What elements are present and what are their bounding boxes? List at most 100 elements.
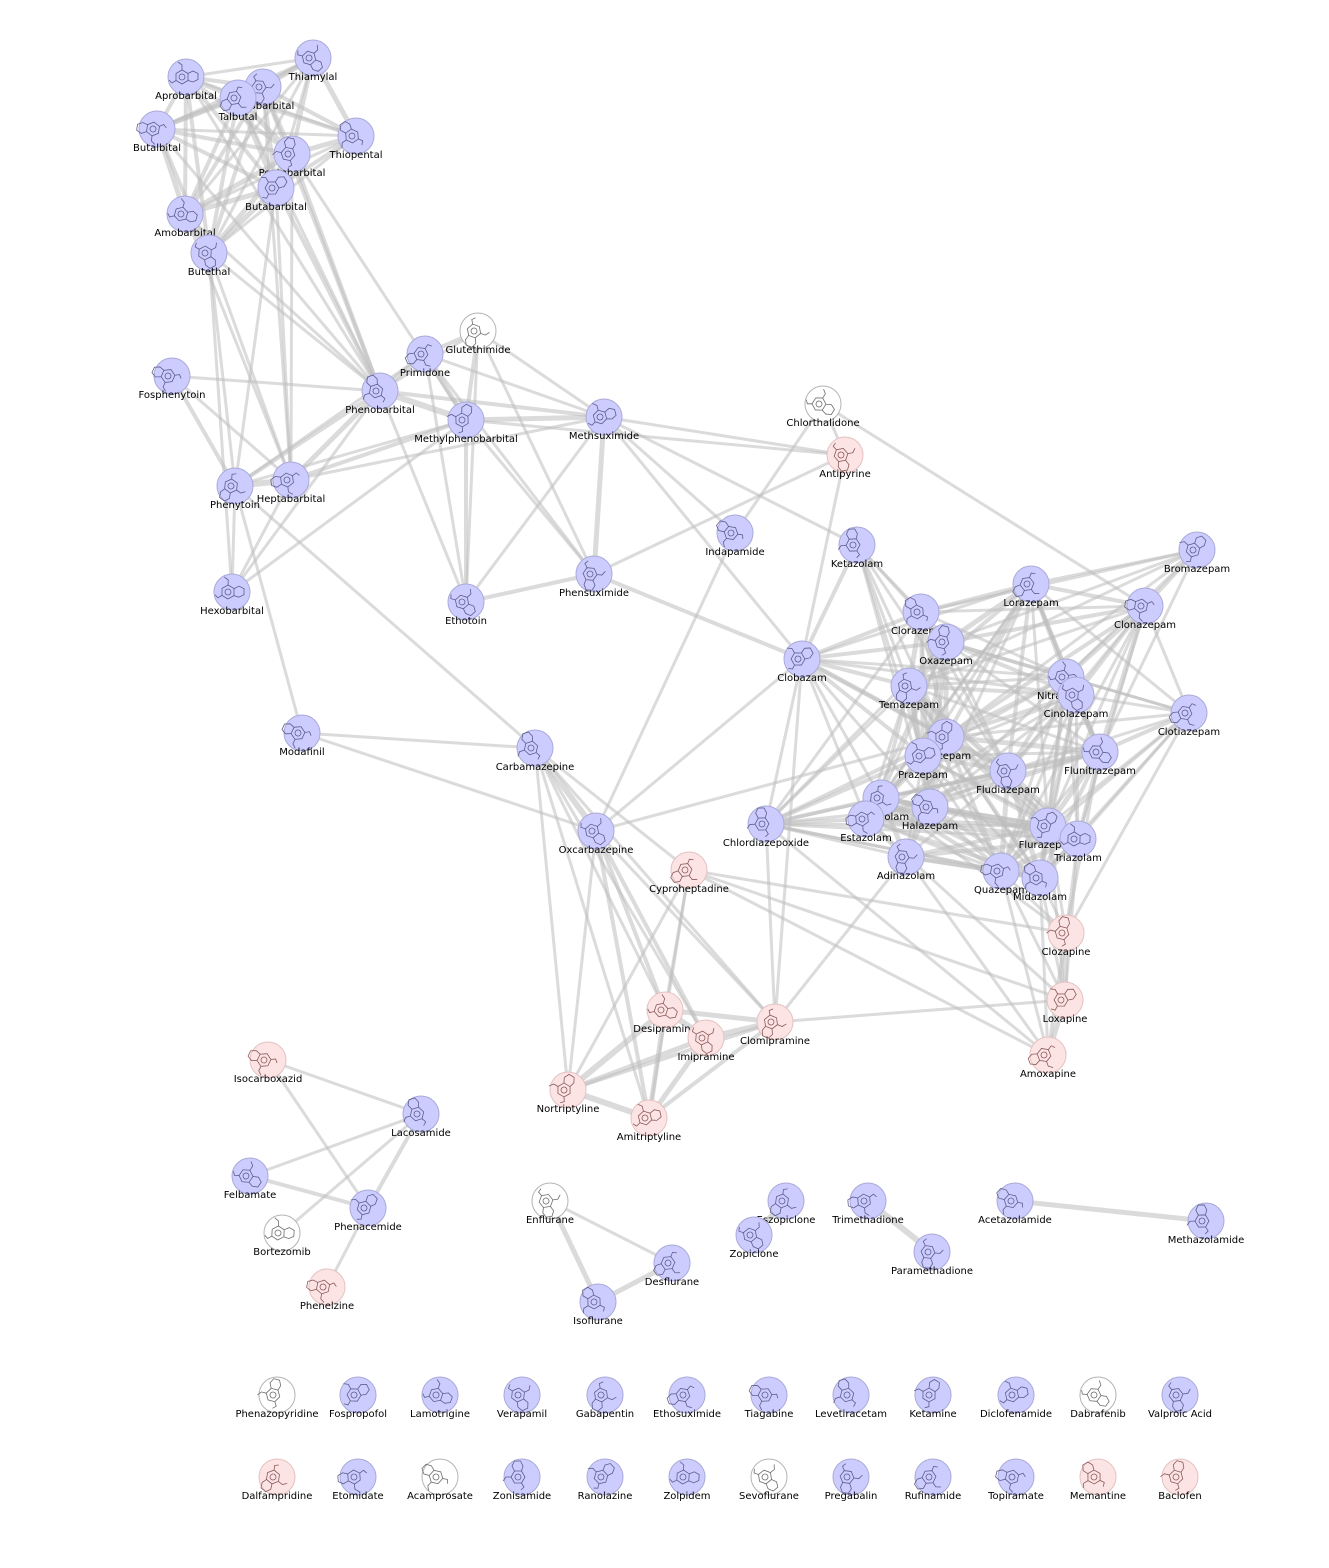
node-circle[interactable] (927, 623, 965, 661)
node-phenobarbital[interactable]: Phenobarbital (345, 372, 415, 416)
node-phensuximide[interactable]: Phensuximide (559, 555, 629, 599)
node-clobazam[interactable]: Clobazam (777, 637, 827, 684)
node-cinolazepam[interactable]: Cinolazepam (1044, 676, 1109, 720)
node-rufinamide[interactable]: Rufinamide (905, 1458, 962, 1502)
node-circle[interactable] (258, 1376, 296, 1414)
node-pregabalin[interactable]: Pregabalin (825, 1458, 878, 1502)
node-circle[interactable] (294, 39, 332, 77)
node-circle[interactable] (1079, 1376, 1117, 1414)
node-butalbital[interactable]: Butalbital (133, 110, 181, 154)
node-circle[interactable] (890, 667, 928, 705)
node-fospropofol[interactable]: Fospropofol (329, 1373, 387, 1420)
node-oxcarbazepine[interactable]: Oxcarbazepine (559, 810, 634, 856)
node-cyproheptadine[interactable]: Cyproheptadine (649, 851, 729, 895)
node-circle[interactable] (630, 1099, 668, 1137)
node-circle[interactable] (913, 1233, 951, 1271)
node-clotiazepam[interactable]: Clotiazepam (1158, 694, 1220, 738)
node-triazolam[interactable]: Triazolam (1053, 820, 1102, 864)
node-circle[interactable] (716, 514, 754, 552)
node-sevoflurane[interactable]: Sevoflurane (739, 1456, 799, 1502)
node-adinazolam[interactable]: Adinazolam (877, 838, 935, 882)
node-circle[interactable] (531, 1182, 569, 1220)
node-circle[interactable] (989, 752, 1027, 790)
node-ketazolam[interactable]: Ketazolam (831, 526, 883, 570)
node-thiopental[interactable]: Thiopental (328, 117, 383, 161)
node-circle[interactable] (503, 1376, 541, 1414)
node-circle[interactable] (339, 1458, 377, 1496)
node-circle[interactable] (847, 800, 885, 838)
node-loxapine[interactable]: Loxapine (1041, 978, 1087, 1025)
node-modafinil[interactable]: Modafinil (276, 714, 325, 758)
node-trimethadione[interactable]: Trimethadione (831, 1182, 904, 1226)
node-ethosuximide[interactable]: Ethosuximide (653, 1376, 721, 1420)
node-zopiclone[interactable]: Zopiclone (730, 1214, 779, 1260)
node-eszopiclone[interactable]: Eszopiclone (757, 1182, 816, 1226)
node-circle[interactable] (516, 729, 554, 767)
node-heptabarbital[interactable]: Heptabarbital (257, 461, 326, 505)
node-circle[interactable] (914, 1458, 952, 1496)
node-nortriptyline[interactable]: Nortriptyline (537, 1068, 600, 1115)
node-circle[interactable] (997, 1458, 1035, 1496)
node-amitriptyline[interactable]: Amitriptyline (617, 1099, 681, 1143)
node-ethotoin[interactable]: Ethotoin (445, 581, 487, 627)
node-imipramine[interactable]: Imipramine (677, 1019, 735, 1063)
node-acamprosate[interactable]: Acamprosate (407, 1458, 473, 1502)
node-circle[interactable] (406, 335, 444, 373)
node-phenelzine[interactable]: Phenelzine (300, 1268, 354, 1312)
node-felbamate[interactable]: Felbamate (224, 1155, 277, 1201)
node-amobarbital[interactable]: Amobarbital (154, 195, 216, 239)
node-circle[interactable] (361, 372, 399, 410)
node-circle[interactable] (258, 1458, 296, 1496)
node-halazepam[interactable]: Halazepam (902, 788, 958, 832)
node-circle[interactable] (447, 583, 485, 621)
node-acetazolamide[interactable]: Acetazolamide (978, 1182, 1052, 1226)
node-chlordiazepoxide[interactable]: Chlordiazepoxide (723, 805, 809, 849)
node-clomipramine[interactable]: Clomipramine (740, 1003, 810, 1047)
node-circle[interactable] (849, 1182, 887, 1220)
node-phenytoin[interactable]: Phenytoin (210, 467, 260, 511)
node-circle[interactable] (577, 812, 615, 850)
node-circle[interactable] (153, 357, 191, 395)
node-dalfampridine[interactable]: Dalfampridine (242, 1458, 313, 1502)
node-isoflurane[interactable]: Isoflurane (572, 1283, 623, 1327)
node-circle[interactable] (767, 1182, 805, 1220)
node-desflurane[interactable]: Desflurane (645, 1244, 699, 1288)
node-circle[interactable] (283, 714, 321, 752)
node-thiamylal[interactable]: Thiamylal (288, 37, 338, 83)
node-circle[interactable] (273, 135, 311, 173)
node-enflurane[interactable]: Enflurane (526, 1182, 574, 1226)
node-circle[interactable] (750, 1458, 788, 1496)
node-circle[interactable] (670, 851, 708, 889)
node-prazepam[interactable]: Prazepam (898, 737, 948, 781)
node-bromazepam[interactable]: Bromazepam (1164, 527, 1230, 575)
node-zonisamide[interactable]: Zonisamide (493, 1458, 551, 1502)
node-circle[interactable] (249, 1041, 287, 1079)
node-phenacemide[interactable]: Phenacemide (334, 1185, 402, 1233)
node-clorazepate[interactable]: Clorazepate (891, 593, 951, 637)
node-diclofenamide[interactable]: Diclofenamide (980, 1376, 1052, 1420)
node-circle[interactable] (549, 1071, 587, 1109)
node-antipyrine[interactable]: Antipyrine (819, 436, 871, 480)
node-circle[interactable] (190, 234, 228, 272)
node-circle[interactable] (904, 737, 942, 775)
node-circle[interactable] (668, 1458, 706, 1496)
node-gabapentin[interactable]: Gabapentin (576, 1376, 634, 1420)
node-paramethadione[interactable]: Paramethadione (891, 1233, 973, 1277)
node-verapamil[interactable]: Verapamil (497, 1376, 547, 1420)
node-circle[interactable] (586, 1376, 624, 1414)
node-oxazepam[interactable]: Oxazepam (919, 622, 973, 667)
node-carbamazepine[interactable]: Carbamazepine (496, 729, 575, 773)
node-circle[interactable] (902, 593, 940, 631)
node-quazepam[interactable]: Quazepam (974, 852, 1028, 896)
node-circle[interactable] (646, 991, 684, 1029)
node-circle[interactable] (263, 1214, 301, 1252)
node-hexobarbital[interactable]: Hexobarbital (200, 573, 264, 617)
node-circle[interactable] (1059, 820, 1097, 858)
node-circle[interactable] (216, 467, 254, 505)
node-methsuximide[interactable]: Methsuximide (569, 397, 639, 442)
node-ketamine[interactable]: Ketamine (908, 1373, 957, 1420)
node-circle[interactable] (653, 1244, 691, 1282)
node-circle[interactable] (914, 1376, 952, 1414)
node-baclofen[interactable]: Baclofen (1157, 1456, 1202, 1502)
node-tiagabine[interactable]: Tiagabine (743, 1376, 794, 1420)
